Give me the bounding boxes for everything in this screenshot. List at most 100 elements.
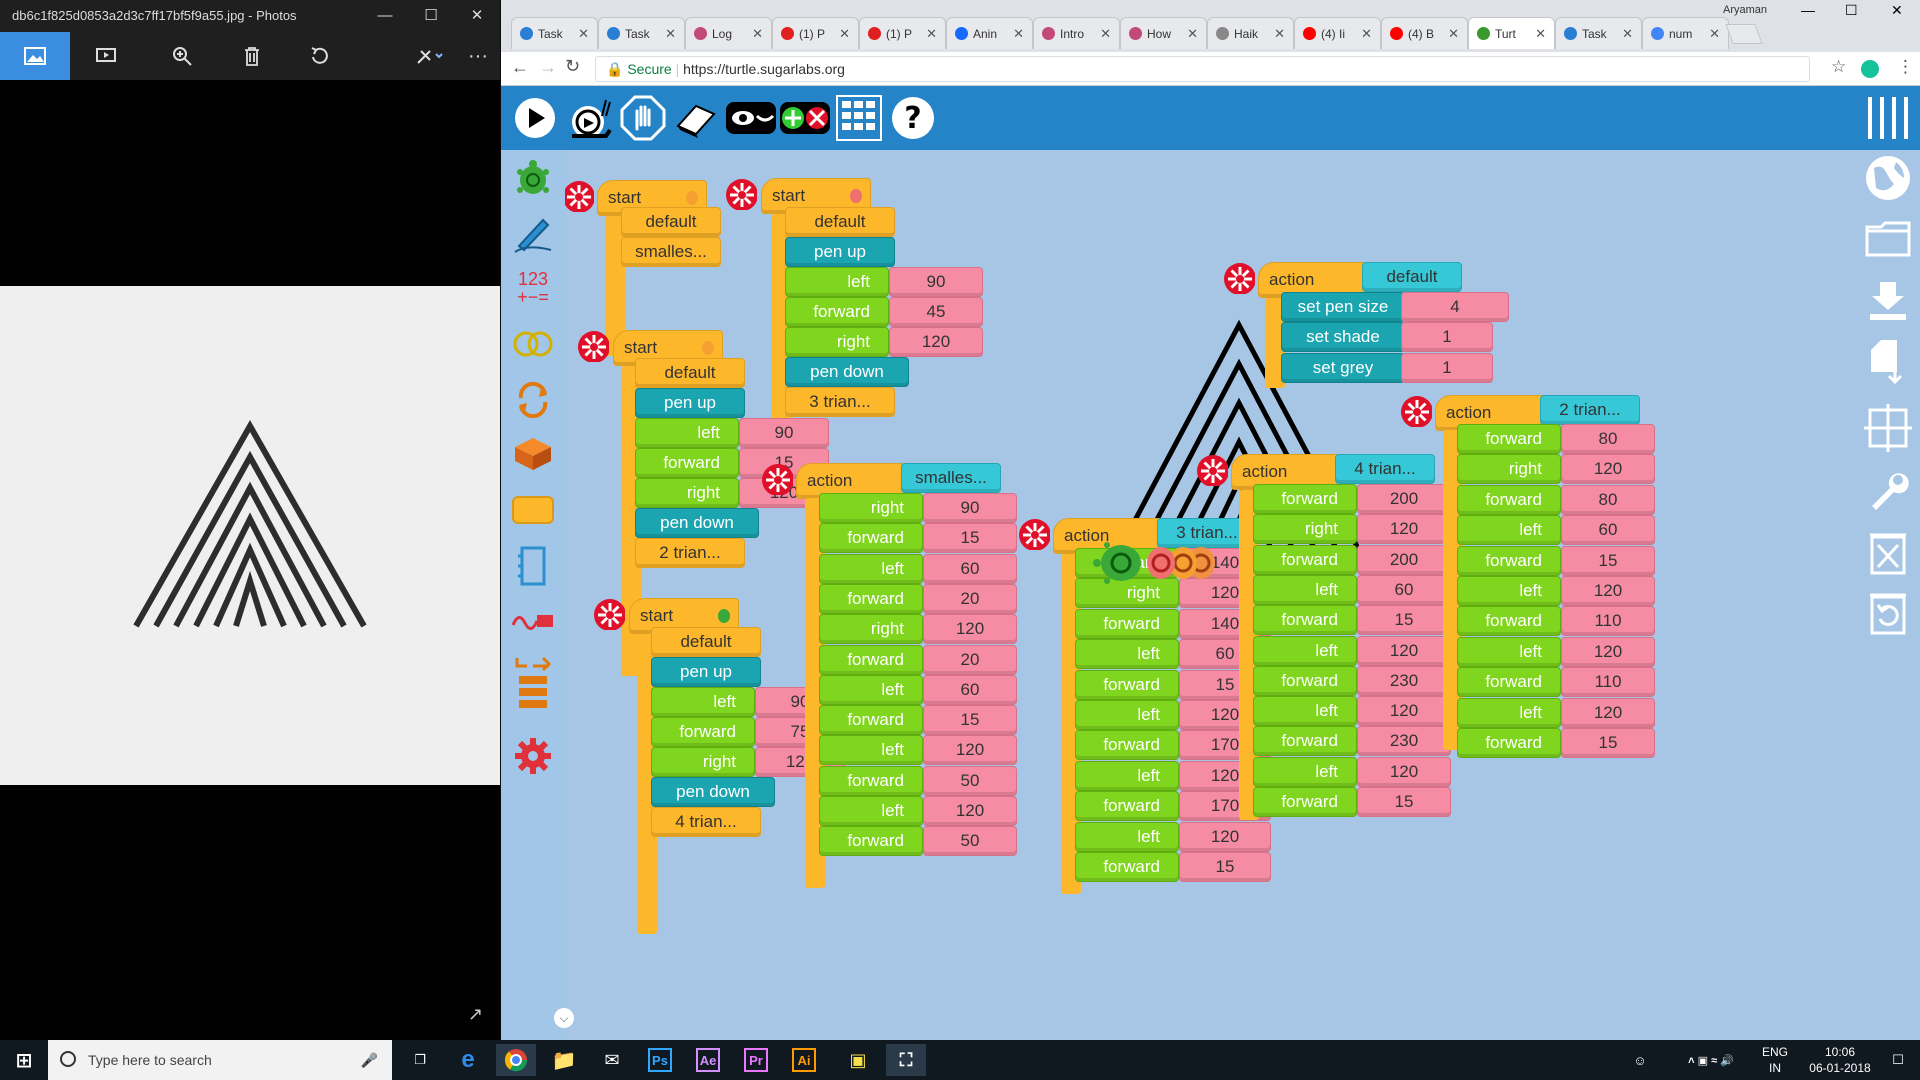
action-call-block[interactable]: 4 trian... bbox=[651, 807, 761, 837]
tab-close-icon[interactable]: ✕ bbox=[1274, 25, 1285, 41]
tab-close-icon[interactable]: ✕ bbox=[1013, 25, 1024, 41]
command-block-forward[interactable]: forward bbox=[1253, 665, 1357, 696]
zoom-button[interactable] bbox=[148, 32, 216, 80]
tab-close-icon[interactable]: ✕ bbox=[1448, 25, 1459, 41]
sticky-notes-icon[interactable]: ▣ bbox=[849, 1049, 867, 1070]
palette-scroll-down-icon[interactable]: ⌵ bbox=[554, 1008, 574, 1028]
settings-palette-icon[interactable] bbox=[511, 734, 555, 778]
grammarly-icon[interactable] bbox=[1861, 60, 1879, 78]
command-block-left[interactable]: left bbox=[819, 796, 923, 826]
set-pen-size-block[interactable]: set pen size bbox=[1281, 292, 1405, 322]
value-block[interactable]: 15 bbox=[1357, 605, 1451, 636]
pen-down-block[interactable]: pen down bbox=[785, 357, 909, 387]
action-block[interactable]: action bbox=[796, 463, 906, 499]
image-view-button[interactable] bbox=[0, 32, 70, 80]
browser-tab[interactable]: Log✕ bbox=[685, 17, 772, 49]
turtle-sprites[interactable] bbox=[1093, 535, 1223, 591]
show-hide-button[interactable] bbox=[725, 92, 777, 144]
language-indicator[interactable]: ENG IN bbox=[1762, 1044, 1788, 1076]
forward-icon[interactable]: → bbox=[539, 57, 557, 77]
command-block-right[interactable]: right bbox=[1457, 454, 1561, 485]
value-block[interactable]: 20 bbox=[923, 583, 1017, 614]
tab-close-icon[interactable]: ✕ bbox=[1535, 25, 1546, 41]
command-block-left[interactable]: left bbox=[1253, 696, 1357, 727]
url-field[interactable]: 🔒 Secure | https://turtle.sugarlabs.org bbox=[595, 56, 1810, 82]
command-block-left[interactable]: left bbox=[1075, 760, 1179, 791]
reload-icon[interactable]: ↻ bbox=[565, 56, 581, 76]
default-block[interactable]: default bbox=[635, 358, 745, 388]
planet-button[interactable] bbox=[1862, 152, 1914, 204]
value-block[interactable]: 120 bbox=[1561, 697, 1655, 728]
clear-button[interactable] bbox=[671, 92, 723, 144]
pen-down-block[interactable]: pen down bbox=[635, 508, 759, 538]
command-block-forward[interactable]: forward bbox=[1075, 608, 1179, 639]
command-block-left[interactable]: left bbox=[635, 418, 739, 448]
action-call-block[interactable]: smalles... bbox=[621, 237, 721, 267]
browser-tab[interactable]: Anin✕ bbox=[946, 17, 1033, 49]
illustrator-icon[interactable]: Ai bbox=[792, 1048, 816, 1072]
photoshop-icon[interactable]: Ps bbox=[648, 1048, 672, 1072]
command-block-forward[interactable]: forward bbox=[1253, 787, 1357, 817]
collapse-star-icon[interactable] bbox=[1018, 518, 1050, 550]
value-block[interactable]: 15 bbox=[1357, 787, 1451, 817]
value-block[interactable]: 120 bbox=[923, 796, 1017, 826]
tab-close-icon[interactable]: ✕ bbox=[1361, 25, 1372, 41]
value-block[interactable]: 45 bbox=[889, 297, 983, 327]
command-block-forward[interactable]: forward bbox=[819, 705, 923, 736]
boolean-palette-icon[interactable] bbox=[511, 322, 555, 366]
tab-close-icon[interactable]: ✕ bbox=[752, 25, 763, 41]
value-block[interactable]: 1 bbox=[1401, 322, 1493, 352]
collapse-star-icon[interactable] bbox=[577, 330, 609, 362]
default-block[interactable]: default bbox=[621, 207, 721, 237]
clock[interactable]: 10:06 06-01-2018 bbox=[1805, 1044, 1875, 1076]
value-block[interactable]: 60 bbox=[1357, 574, 1451, 605]
value-block[interactable]: 120 bbox=[923, 614, 1017, 645]
value-block[interactable]: 230 bbox=[1357, 665, 1451, 696]
close-button[interactable]: ✕ bbox=[470, 7, 484, 24]
tab-close-icon[interactable]: ✕ bbox=[1622, 25, 1633, 41]
command-block-left[interactable]: left bbox=[1457, 636, 1561, 667]
default-block[interactable]: default bbox=[651, 627, 761, 657]
value-block[interactable]: 60 bbox=[1561, 515, 1655, 546]
browser-tab[interactable]: Task✕ bbox=[1555, 17, 1642, 49]
maximize-button[interactable]: ☐ bbox=[424, 7, 438, 24]
value-block[interactable]: 120 bbox=[1357, 635, 1451, 666]
browser-tab[interactable]: Turt✕ bbox=[1468, 17, 1555, 49]
browser-tab[interactable]: (4) Ii✕ bbox=[1294, 17, 1381, 49]
command-block-forward[interactable]: forward bbox=[1457, 484, 1561, 515]
value-block[interactable]: 120 bbox=[1561, 454, 1655, 485]
command-block-forward[interactable]: forward bbox=[819, 826, 923, 857]
value-block[interactable]: 1 bbox=[1401, 353, 1493, 383]
action-name-block[interactable]: smalles... bbox=[901, 463, 1001, 493]
command-block-left[interactable]: left bbox=[1457, 697, 1561, 728]
people-icon[interactable]: ☺ bbox=[1633, 1052, 1647, 1068]
microphone-icon[interactable]: 🎤 bbox=[360, 1052, 378, 1068]
after-effects-icon[interactable]: Ae bbox=[696, 1048, 720, 1072]
open-file-button[interactable] bbox=[1862, 212, 1914, 264]
file-explorer-icon[interactable]: 📁 bbox=[551, 1049, 577, 1072]
collapse-star-icon[interactable] bbox=[565, 180, 594, 212]
value-block[interactable]: 120 bbox=[1357, 514, 1451, 545]
command-block-forward[interactable]: forward bbox=[819, 523, 923, 554]
action-name-block[interactable]: 4 trian... bbox=[1335, 454, 1435, 484]
new-project-button[interactable] bbox=[1862, 336, 1914, 388]
value-block[interactable]: 15 bbox=[923, 705, 1017, 736]
grid-button[interactable] bbox=[833, 92, 885, 144]
pen-down-block[interactable]: pen down bbox=[651, 777, 775, 807]
browser-tab[interactable]: Task✕ bbox=[598, 17, 685, 49]
tab-close-icon[interactable]: ✕ bbox=[578, 25, 589, 41]
slideshow-button[interactable] bbox=[72, 32, 140, 80]
command-block-left[interactable]: left bbox=[1253, 756, 1357, 787]
tab-close-icon[interactable]: ✕ bbox=[1100, 25, 1111, 41]
restore-trash-button[interactable] bbox=[1862, 586, 1914, 638]
value-block[interactable]: 200 bbox=[1357, 544, 1451, 575]
command-block-left[interactable]: left bbox=[1457, 576, 1561, 606]
browser-tab[interactable]: Haik✕ bbox=[1207, 17, 1294, 49]
chrome-taskbar-icon[interactable] bbox=[496, 1044, 536, 1076]
collapse-star-icon[interactable] bbox=[725, 178, 757, 210]
windows-start-icon[interactable]: ⊞ bbox=[15, 1049, 33, 1072]
sensors-palette-icon[interactable] bbox=[511, 600, 555, 644]
command-block-left[interactable]: left bbox=[785, 267, 889, 297]
command-block-left[interactable]: left bbox=[819, 674, 923, 705]
collapse-star-icon[interactable] bbox=[1196, 454, 1228, 486]
